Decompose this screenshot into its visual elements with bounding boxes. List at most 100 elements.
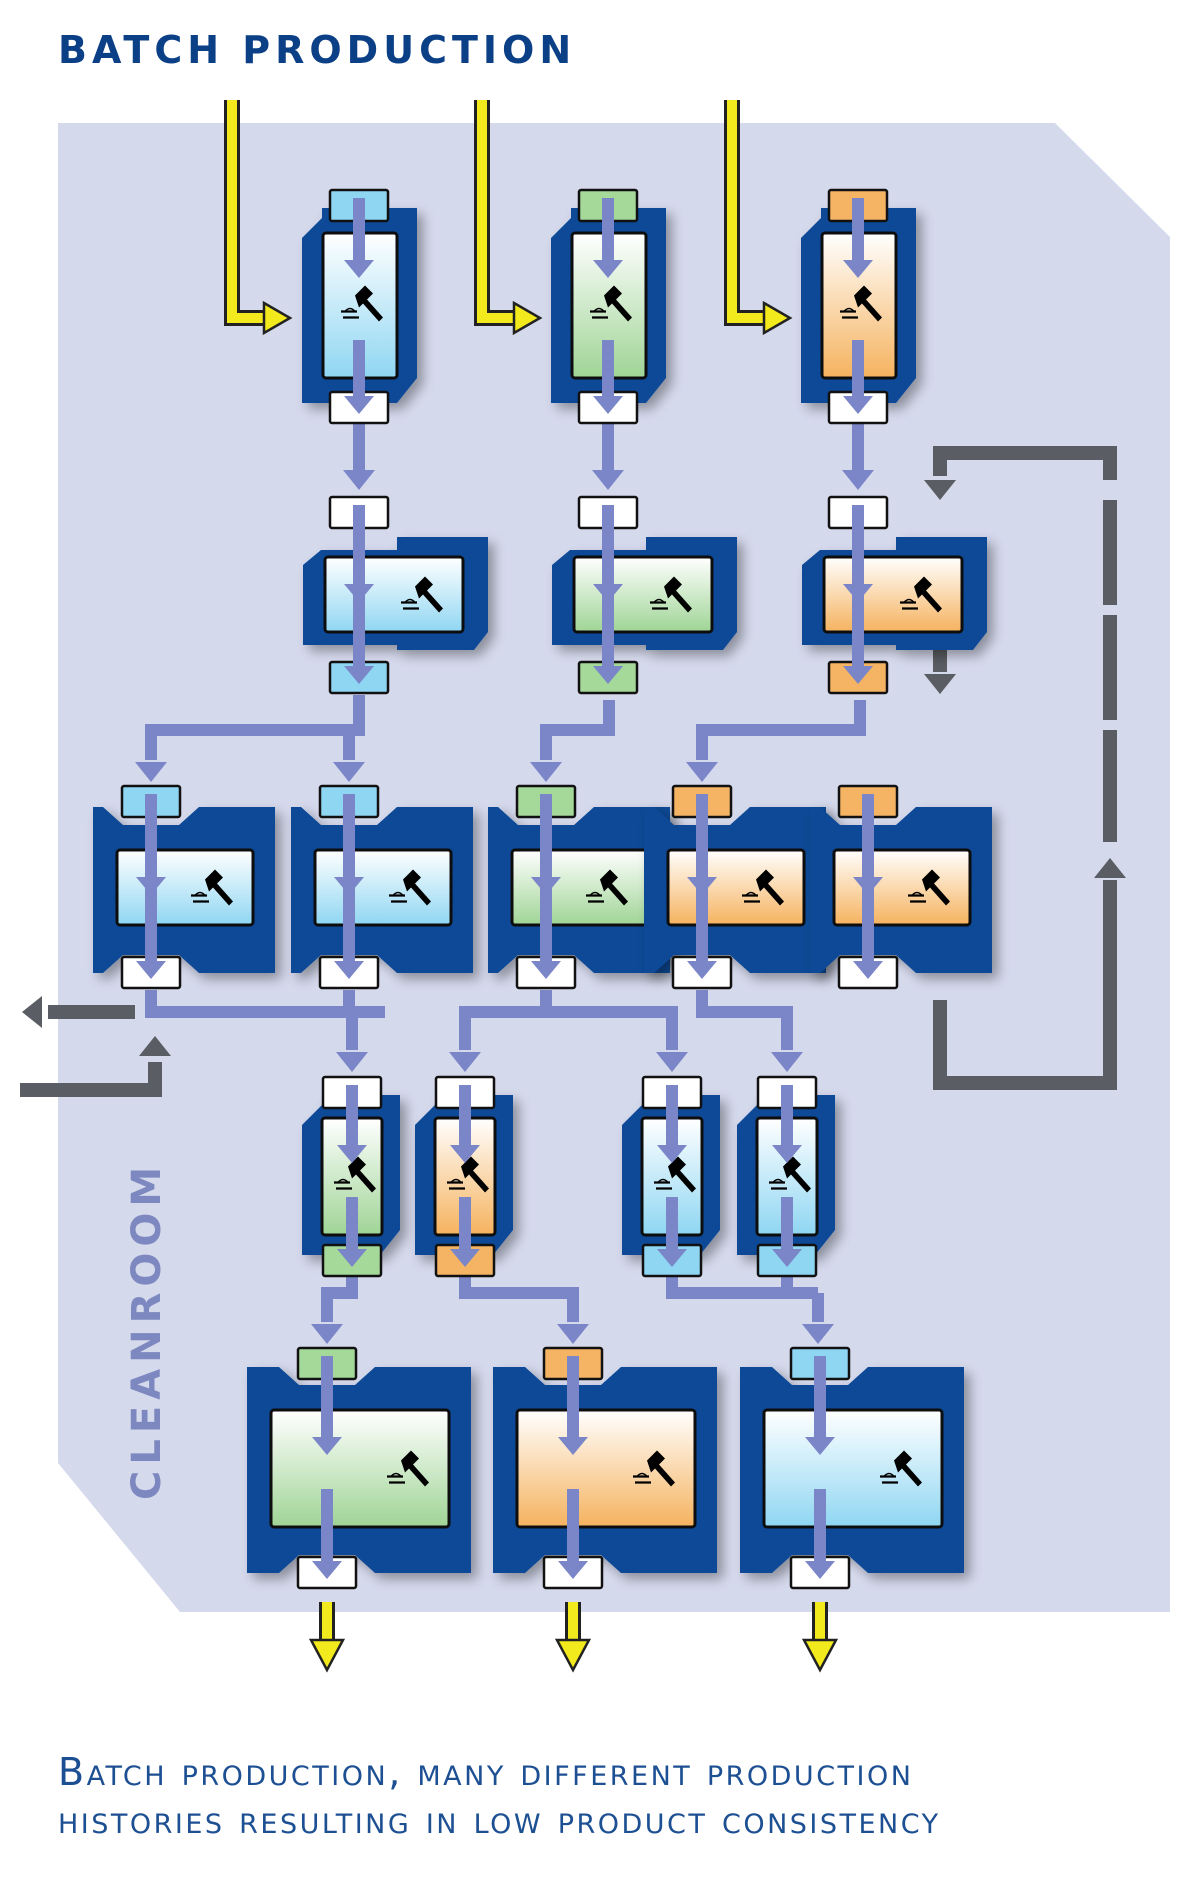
process-unit-stage-4-1	[302, 1095, 400, 1255]
flow-arrow-shaft	[346, 1085, 358, 1147]
recycle-arrow-icon	[924, 480, 956, 500]
unit-chamber	[510, 848, 650, 927]
flow-arrow-head	[687, 961, 717, 979]
flow-arrow-shaft	[852, 505, 864, 586]
feed-arrow-icon	[512, 300, 543, 336]
internal-flow-arrow-icon	[772, 1197, 802, 1267]
flow-arrow-shaft	[862, 794, 874, 879]
flow-arrow-head	[450, 1145, 480, 1163]
flow-arrow-head	[334, 877, 364, 895]
flow-arrow-shaft	[145, 887, 157, 963]
flow-arrow-shaft	[321, 1489, 333, 1563]
flow-arrow-shaft	[353, 198, 365, 262]
flow-arrow-head	[843, 584, 873, 602]
flow-arrow-shaft	[145, 794, 157, 879]
internal-flow-arrow-icon	[337, 1085, 367, 1163]
internal-flow-arrow-icon	[593, 340, 623, 414]
internal-flow-arrow-icon	[558, 1489, 588, 1579]
connector-arrow-icon	[311, 1324, 343, 1344]
flow-arrow-shaft	[781, 1197, 793, 1251]
process-unit-stage-2-3	[802, 537, 987, 650]
external-inflow-arrow-icon	[139, 1036, 171, 1056]
connector-arrow-icon	[656, 1052, 688, 1072]
flow-arrow-shaft	[814, 1489, 826, 1563]
flow-arrow-shaft	[540, 794, 552, 879]
flow-arrow-shaft	[343, 887, 355, 963]
internal-flow-arrow-icon	[344, 340, 374, 414]
output-arrow-icon	[554, 1638, 592, 1673]
connector-arrow-icon	[449, 1052, 481, 1072]
external-outflow-arrow-icon	[22, 996, 42, 1028]
flow-arrow-shaft	[602, 505, 614, 586]
internal-flow-arrow-icon	[344, 594, 374, 684]
internal-flow-arrow-icon	[450, 1197, 480, 1267]
flow-arrow-head	[136, 877, 166, 895]
flow-arrow-head	[344, 584, 374, 602]
flow-arrow-shaft	[602, 340, 614, 398]
flow-arrow-shaft	[666, 1197, 678, 1251]
flow-arrow-shaft	[353, 594, 365, 668]
flow-arrow-head	[805, 1437, 835, 1455]
diagram-title: BATCH PRODUCTION	[58, 28, 577, 72]
unit-chamber	[323, 555, 465, 634]
feed-arrow	[227, 100, 268, 323]
recycle-loop	[933, 880, 1117, 1090]
flow-arrow-shaft	[343, 794, 355, 879]
unit-chamber	[313, 848, 453, 927]
internal-flow-arrow-icon	[593, 198, 623, 278]
flow-arrow-head	[531, 877, 561, 895]
flow-arrow-shaft	[602, 594, 614, 668]
process-unit-stage-5-3	[740, 1367, 964, 1573]
unit-chamber	[822, 555, 964, 634]
flow-arrow-shaft	[459, 1197, 471, 1251]
flow-arrow-shaft	[540, 887, 552, 963]
flow-arrow-head	[337, 1249, 367, 1267]
connector-arrow-icon	[686, 762, 718, 782]
process-unit-stage-4-3	[622, 1095, 720, 1255]
connector-arrow-icon	[842, 470, 874, 490]
flow-arrow-shaft	[602, 198, 614, 262]
process-unit-stage-4-4	[737, 1095, 835, 1255]
internal-flow-arrow-icon	[334, 794, 364, 895]
flow-arrow-head	[334, 961, 364, 979]
caption-line-1: Batch production, many different product…	[58, 1750, 914, 1794]
unit-chamber	[666, 848, 806, 927]
external-inflow	[20, 1062, 162, 1097]
connector-arrow-icon	[343, 470, 375, 490]
connector-arrow-icon	[771, 1052, 803, 1072]
connector-arrow-icon	[592, 470, 624, 490]
flow-arrow-head	[312, 1561, 342, 1579]
internal-flow-arrow-icon	[657, 1085, 687, 1163]
flow-arrow-head	[450, 1249, 480, 1267]
unit-chamber	[832, 848, 972, 927]
internal-flow-arrow-icon	[334, 887, 364, 979]
internal-flow-arrow-icon	[593, 505, 623, 602]
flow-arrow-head	[344, 666, 374, 684]
flow-arrow-head	[657, 1145, 687, 1163]
internal-flow-arrow-icon	[853, 887, 883, 979]
internal-flow-arrow-icon	[843, 340, 873, 414]
flow-arrow-shaft	[353, 505, 365, 586]
output-arrow-icon	[801, 1638, 839, 1673]
internal-flow-arrow-icon	[450, 1085, 480, 1163]
internal-flow-arrow-icon	[687, 794, 717, 895]
flow-arrow-head	[593, 666, 623, 684]
output-arrow-icon	[308, 1638, 346, 1673]
connector-arrow-icon	[333, 762, 365, 782]
connector	[321, 1276, 358, 1322]
unit-chamber	[572, 555, 714, 634]
process-unit-stage-2-2	[552, 537, 737, 650]
caption-line-2: histories resulting in low product consi…	[58, 1798, 941, 1842]
flow-arrow-head	[687, 877, 717, 895]
flow-arrow-shaft	[852, 198, 864, 262]
flow-arrow-head	[531, 961, 561, 979]
connector	[540, 700, 615, 760]
process-unit-stage-5-1	[247, 1367, 471, 1573]
connector-arrow-icon	[557, 1324, 589, 1344]
process-unit-stage-1-2	[551, 208, 666, 403]
feed-arrow	[477, 100, 518, 323]
unit-chamber	[762, 1408, 944, 1529]
flow-arrow-head	[136, 961, 166, 979]
internal-flow-arrow-icon	[136, 887, 166, 979]
